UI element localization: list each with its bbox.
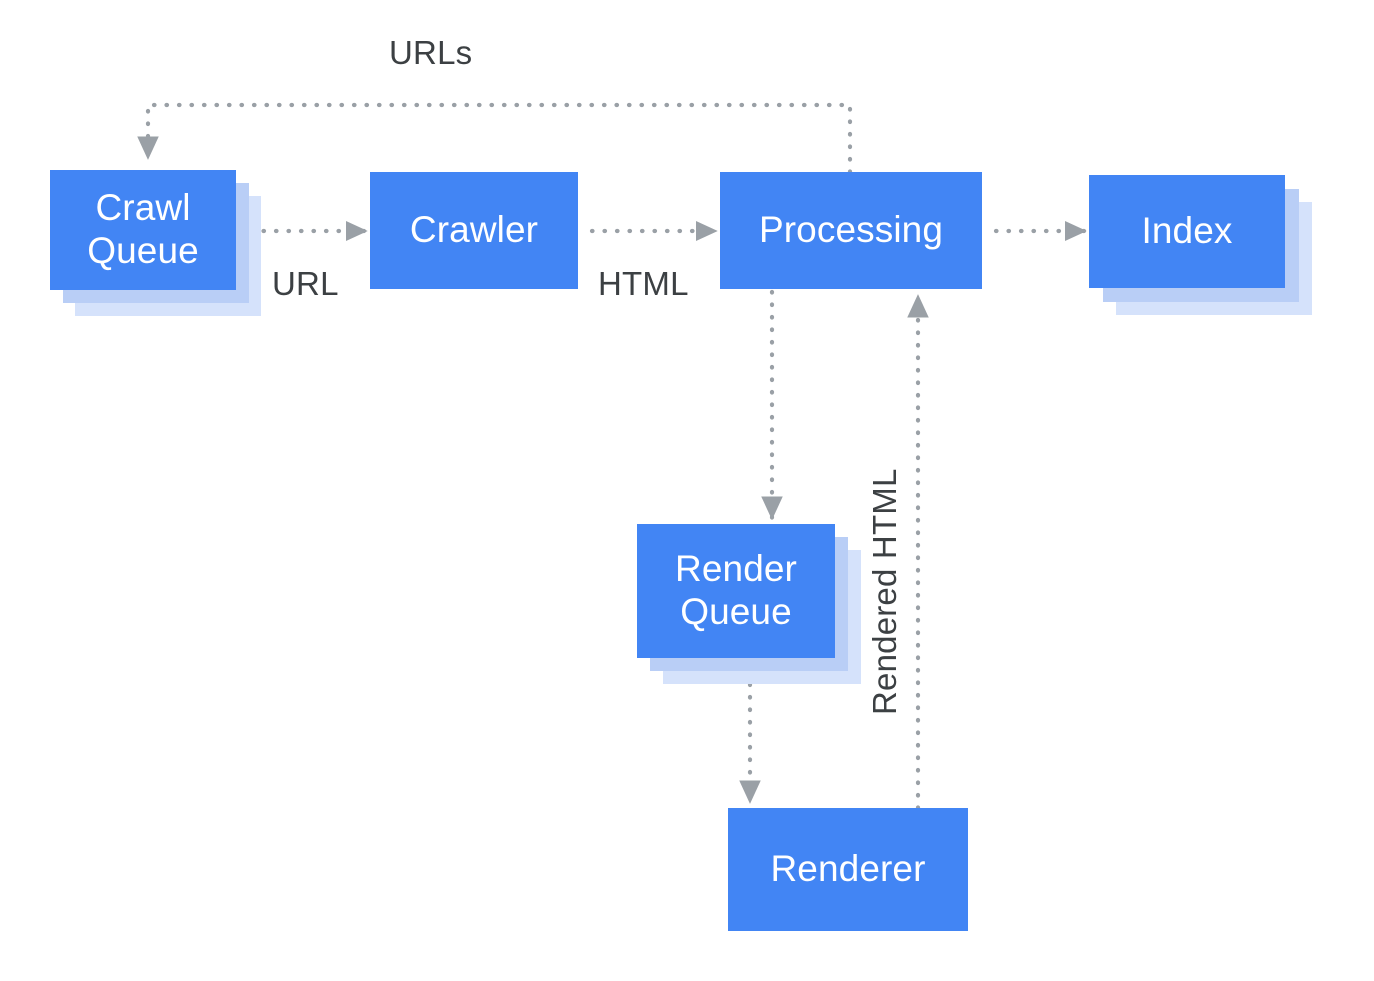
node-render-queue[interactable]: Render Queue [637, 524, 861, 684]
edge-label-url: URL [272, 265, 339, 302]
node-crawler[interactable]: Crawler [370, 172, 578, 289]
node-crawler-body[interactable]: Crawler [370, 172, 578, 289]
node-renderer-label: Renderer [770, 848, 926, 890]
edge-processing-to-crawlqueue [137, 102, 853, 175]
node-crawl-queue-body[interactable]: Crawl Queue [50, 170, 236, 290]
edge-label-urls: URLs [389, 34, 473, 71]
node-crawl-queue-label: Crawl Queue [87, 187, 199, 271]
node-index[interactable]: Index [1089, 175, 1312, 315]
node-crawl-queue[interactable]: Crawl Queue [50, 170, 261, 316]
node-processing-label: Processing [758, 209, 944, 251]
node-index-label: Index [1141, 210, 1233, 252]
node-processing[interactable]: Processing [720, 172, 982, 289]
node-processing-body[interactable]: Processing [720, 172, 982, 289]
edge-label-html: HTML [598, 265, 689, 302]
edge-label-rendered-html: Rendered HTML [866, 468, 903, 715]
node-render-queue-label: Render Queue [675, 548, 797, 632]
node-crawler-label: Crawler [409, 209, 539, 251]
node-render-queue-body[interactable]: Render Queue [637, 524, 835, 658]
node-index-body[interactable]: Index [1089, 175, 1285, 288]
node-renderer-body[interactable]: Renderer [728, 808, 968, 931]
node-renderer[interactable]: Renderer [728, 808, 968, 931]
